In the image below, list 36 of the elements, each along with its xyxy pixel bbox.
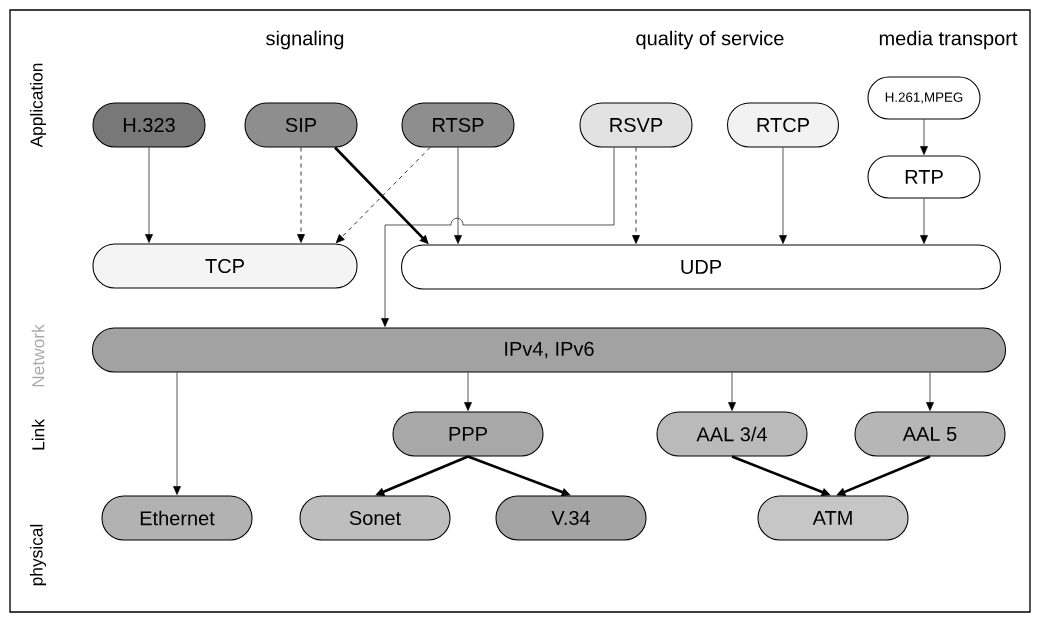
arrow <box>926 372 934 411</box>
arrow <box>297 147 305 243</box>
protocol-box: Sonet <box>299 495 451 541</box>
arrow <box>920 119 928 155</box>
layer-label: physical <box>29 524 47 586</box>
arrow <box>381 147 615 327</box>
protocol-box: Ethernet <box>101 495 253 541</box>
protocol-box: RTCP <box>727 102 839 148</box>
category-label: quality of service <box>636 30 784 50</box>
protocol-box: RTP <box>867 155 981 199</box>
layer-label: Network <box>31 324 45 387</box>
protocol-box: RSVP <box>579 102 693 148</box>
protocol-box: IPv4, IPv6 <box>91 327 1007 373</box>
protocol-box: RTSP <box>401 102 515 148</box>
category-label: media transport <box>879 30 1018 50</box>
protocol-box: AAL 5 <box>854 411 1006 457</box>
protocol-box: PPP <box>392 411 544 457</box>
protocol-box: SIP <box>244 102 358 148</box>
protocol-box: ATM <box>757 495 909 541</box>
arrow <box>920 198 928 244</box>
protocol-box: UDP <box>401 244 1001 290</box>
layer-label: Application <box>29 63 47 148</box>
protocol-box: H.261,MPEG <box>867 76 981 120</box>
arrow <box>464 372 472 411</box>
protocol-box: AAL 3/4 <box>656 411 808 457</box>
arrow <box>728 372 736 411</box>
protocol-box: V.34 <box>495 495 647 541</box>
layer-label: Link <box>31 419 45 450</box>
arrow <box>173 372 181 495</box>
protocol-box: TCP <box>92 243 358 289</box>
category-label: signaling <box>266 30 344 50</box>
arrow <box>145 147 153 243</box>
arrow <box>632 147 640 244</box>
arrow <box>779 147 787 244</box>
protocol-box: H.323 <box>92 102 206 148</box>
arrow <box>454 147 462 244</box>
